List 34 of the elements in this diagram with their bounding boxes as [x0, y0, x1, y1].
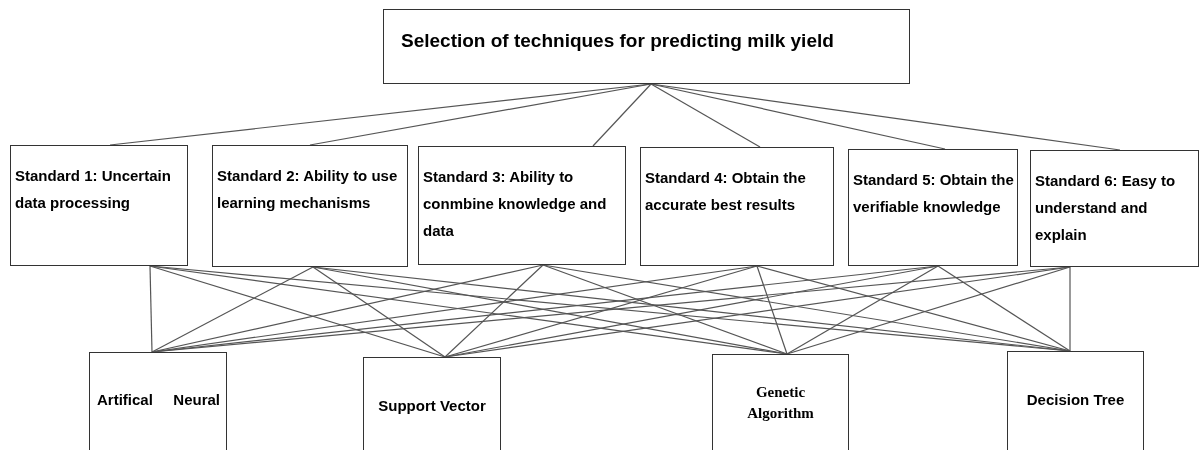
- connector-line: [542, 264, 788, 355]
- node-text: Standard 4: Obtain the accurate best results: [645, 168, 807, 215]
- node-text: Standard 3: Ability to conmbine knowledge and data: [423, 167, 608, 241]
- node-text: Standard 1: Uncertain data processing: [15, 166, 172, 213]
- node-text: Support Vector: [377, 396, 487, 416]
- node-text: Genetic Algorithm: [746, 383, 815, 423]
- connector-line: [756, 265, 788, 355]
- connector-line: [937, 265, 1071, 352]
- criterion-box: [10, 145, 188, 266]
- node-text: Selection of techniques for predicting milk yield: [401, 29, 834, 53]
- node-text: Neural: [173, 390, 220, 410]
- node-text: Standard 2: Ability to use learning mechanisms: [217, 166, 399, 213]
- connector-line: [1069, 266, 1071, 352]
- connector-line: [786, 265, 939, 355]
- connector-line: [444, 264, 544, 358]
- technique-box: [1007, 351, 1144, 450]
- connector-line: [650, 83, 761, 148]
- technique-box: [89, 352, 227, 450]
- node-text: Decision Tree: [1025, 390, 1126, 410]
- criterion-box: [212, 145, 408, 267]
- connector-line: [149, 265, 153, 353]
- node-text: Standard 5: Obtain the verifiable knowledge: [853, 170, 1015, 217]
- connector-line: [312, 266, 446, 358]
- criterion-box: [848, 149, 1018, 266]
- title-box: [383, 9, 910, 84]
- node-text: Standard 6: Easy to understand and explain: [1035, 171, 1177, 245]
- technique-box: [712, 354, 849, 450]
- connector-line: [592, 83, 652, 147]
- node-text: Artifical: [97, 390, 153, 410]
- technique-box: [363, 357, 501, 450]
- criterion-box: [1030, 150, 1199, 267]
- criterion-box: [418, 146, 626, 265]
- criterion-box: [640, 147, 834, 266]
- connector-line: [151, 266, 314, 353]
